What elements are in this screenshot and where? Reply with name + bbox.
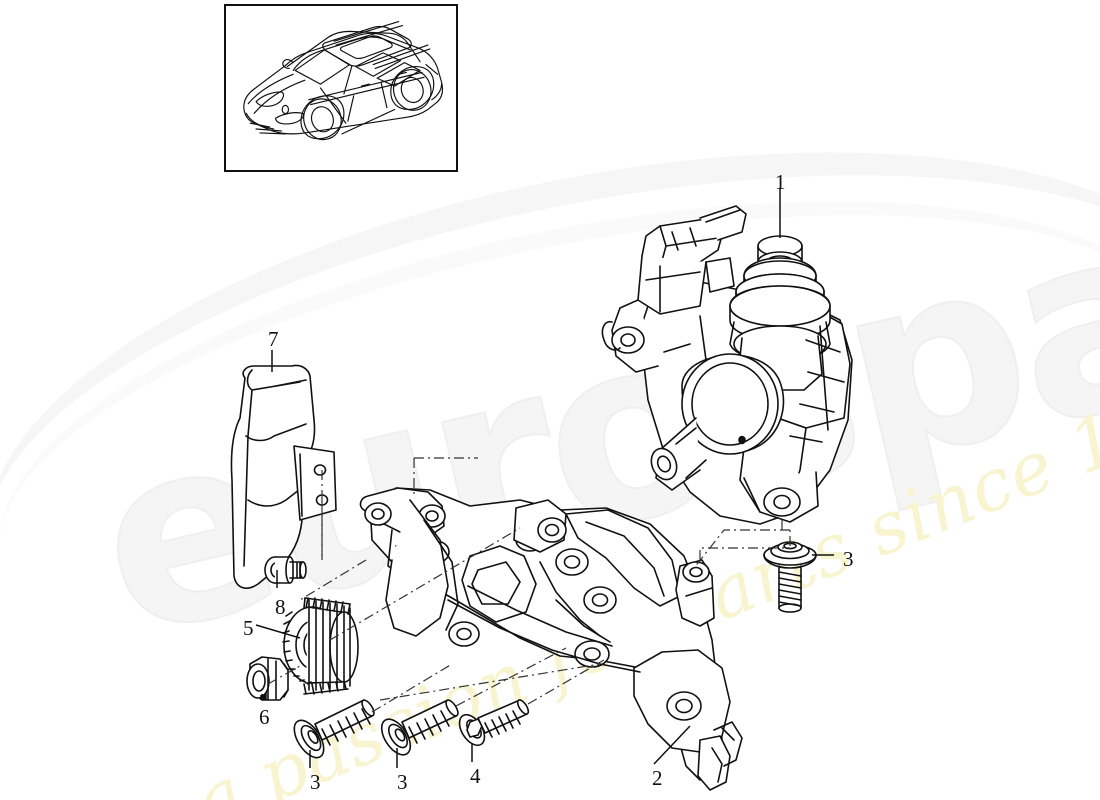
cayenne-suv-icon [243,21,444,141]
callout-number-6[interactable]: 6 [259,705,270,729]
callout-number-3-a[interactable]: 3 [310,770,321,794]
part-flange-bolt-a [293,699,375,759]
callout-number-2[interactable]: 2 [652,766,663,790]
callout-number-7[interactable]: 7 [268,327,279,351]
part-flange-bolt-b [380,699,459,756]
part-drive-gear [282,597,359,695]
callout-number-8[interactable]: 8 [275,595,286,619]
part-flange-bolt-right [763,541,817,613]
vehicle-thumbnail [224,4,458,172]
callout-leader-line-6 [261,694,264,700]
callout-number-1[interactable]: 1 [775,170,786,194]
assembly-alignment-lines [267,457,791,713]
part-socket-head-bolt [458,699,530,747]
part-bolt-small [264,556,307,584]
part-flange-nut [246,656,289,701]
callout-number-5[interactable]: 5 [243,616,254,640]
part-heat-shield [230,364,337,589]
callout-number-3-b[interactable]: 3 [397,770,408,794]
part-mounting-bracket [359,487,743,791]
callout-number-4[interactable]: 4 [470,764,481,788]
callout-number-3-right[interactable]: 3 [843,547,854,571]
part-high-pressure-fuel-pump [601,205,853,525]
